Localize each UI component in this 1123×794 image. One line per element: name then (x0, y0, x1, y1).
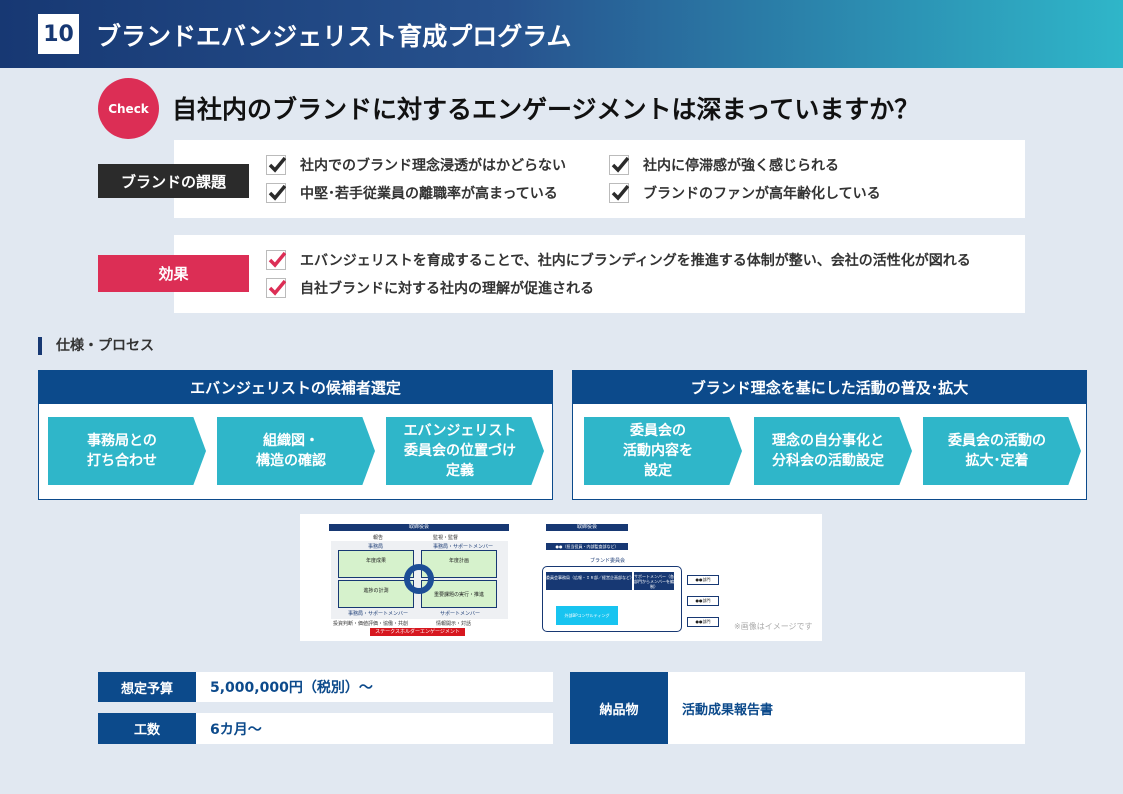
issue-item: ブランドのファンが高年齢化している (609, 183, 881, 203)
effects-panel (174, 235, 1025, 313)
diagram-cell: 重要課題の実行・推進 (421, 580, 497, 608)
effort-value: 6カ月～ (196, 713, 553, 744)
checkbox-checked-icon (266, 155, 286, 175)
diagram-text: 情報開示・対話 (436, 621, 472, 627)
issues-panel (174, 140, 1025, 218)
issue-item: 社内に停滞感が強く感じられる (609, 155, 839, 175)
check-badge: Check (98, 78, 159, 139)
diagram-committee-box (542, 566, 682, 632)
header-bar (0, 0, 1123, 68)
headline-question: 自社内のブランドに対するエンゲージメントは深まっていますか？ (172, 95, 920, 124)
checkbox-checked-icon (266, 278, 286, 298)
effort-label: 工数 (98, 713, 196, 744)
image-note: ※画像はイメージです (734, 622, 813, 631)
diagram-consulting: 外部BPコンサルティング (556, 606, 618, 625)
diagram-text: 監視・監督 (433, 535, 459, 541)
issue-item: 社内でのブランド理念浸透がはかどらない (266, 155, 566, 175)
diagram-officer: ●●（担当役員・内部監査部など） (546, 543, 628, 550)
checkbox-checked-icon (266, 183, 286, 203)
diagram-support: サポートメンバー（各部門からメンバーを編制） (634, 572, 674, 590)
diagram-board: 取締役会 (546, 524, 628, 531)
diagram-dept: ●●部門 (687, 617, 719, 627)
process-panel-selection: エバンジェリストの候補者選定 事務局との 打ち合わせ 組織図・ 構造の確認 エバ… (38, 370, 553, 500)
process-step: 組織図・ 構造の確認 (217, 417, 375, 485)
budget-value: 5,000,000円（税別）～ (196, 672, 553, 702)
process-step: 委員会の活動の 拡大･定着 (923, 417, 1081, 485)
process-panel-title: エバンジェリストの候補者選定 (39, 371, 552, 404)
effects-label: 効果 (98, 255, 249, 292)
diagram-dept: ●●部門 (687, 575, 719, 585)
process-step: 理念の自分事化と 分科会の活動設定 (754, 417, 912, 485)
diagram-text: サポートメンバー (440, 611, 481, 617)
diagram-dept: ●●部門 (687, 596, 719, 606)
diagram-cell: 進捗の計測 (338, 580, 414, 608)
diagram-stakeholder: ステークスホルダーエンゲージメント (370, 628, 465, 636)
deliverable-value: 活動成果報告書 (668, 672, 1025, 744)
diagram-text: ブランド委員会 (590, 558, 626, 564)
organization-diagram-image: 取締役会 報告 監視・監督 事務局 事務局・サポートメンバー 年度成果 年度計画… (300, 514, 822, 641)
diagram-text: 事務局 (368, 544, 384, 550)
diagram-text: 報告 (373, 535, 384, 541)
section-number: 10 (38, 14, 79, 54)
diagram-board: 取締役会 (329, 524, 509, 531)
diagram-text: 事務局・サポートメンバー (433, 544, 494, 550)
deliverable-label: 納品物 (570, 672, 668, 744)
page-title: ブランドエバンジェリスト育成プログラム (96, 22, 572, 51)
process-step: 事務局との 打ち合わせ (48, 417, 206, 485)
effect-item: 自社ブランドに対する社内の理解が促進される (266, 278, 594, 298)
checkbox-checked-icon (609, 155, 629, 175)
process-panel-title: ブランド理念を基にした活動の普及･拡大 (573, 371, 1086, 404)
section-heading: 仕様・プロセス (38, 337, 154, 355)
process-step: エバンジェリスト 委員会の位置づけ 定義 (386, 417, 544, 485)
budget-label: 想定予算 (98, 672, 196, 702)
effect-item: エバンジェリストを育成することで、社内にブランディングを推進する体制が整い、会社… (266, 250, 971, 270)
diagram-cell: 年度成果 (338, 550, 414, 578)
checkbox-checked-icon (609, 183, 629, 203)
diagram-text: 投資判断・価値評価・協働・共創 (333, 621, 409, 627)
process-panel-expansion: ブランド理念を基にした活動の普及･拡大 委員会の 活動内容を 設定 理念の自分事… (572, 370, 1087, 500)
pdca-cycle-icon (404, 564, 434, 594)
diagram-office: 委員会事務局（広報・ＩＲ部／経営企画部など） (546, 572, 632, 590)
checkbox-checked-icon (266, 250, 286, 270)
issues-label: ブランドの課題 (98, 164, 249, 198)
diagram-text: 事務局・サポートメンバー (348, 611, 409, 617)
issue-item: 中堅･若手従業員の離職率が高まっている (266, 183, 558, 203)
process-step: 委員会の 活動内容を 設定 (584, 417, 742, 485)
